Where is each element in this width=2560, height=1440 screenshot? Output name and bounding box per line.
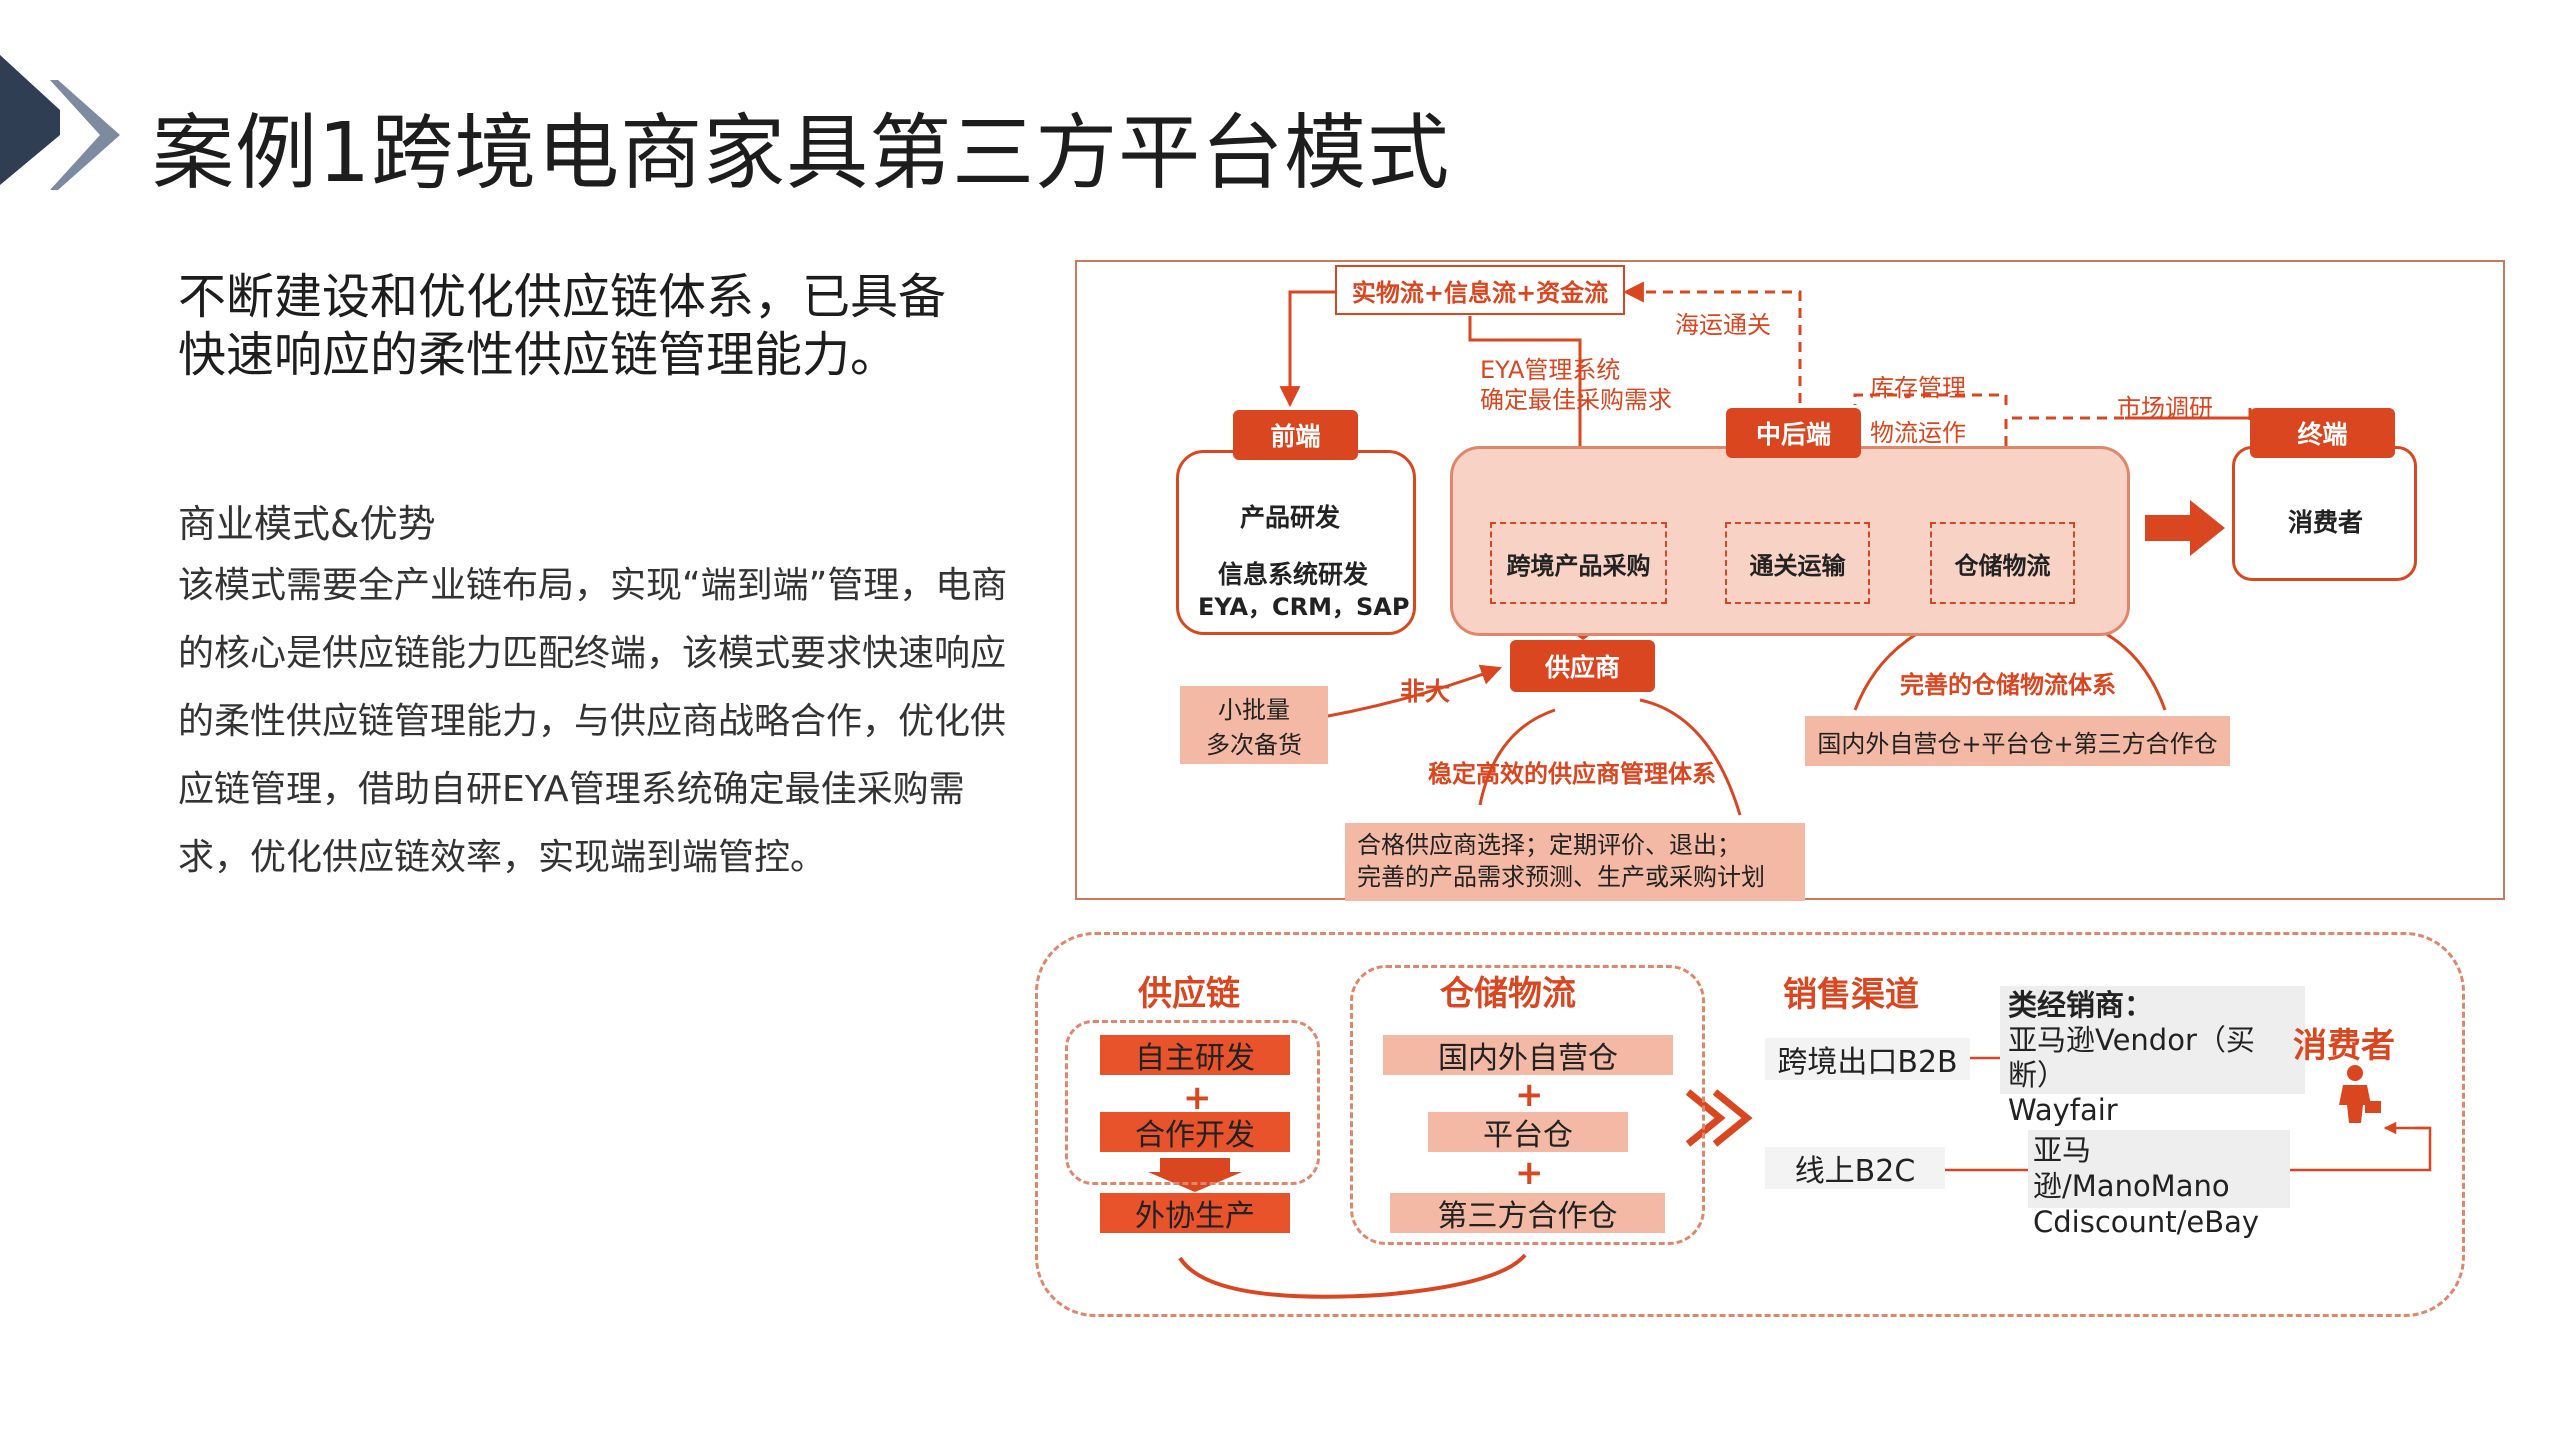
flows-label: 实物流+信息流+资金流: [1351, 278, 1609, 307]
supplier-notes-box: 合格供应商选择；定期评价、退出； 完善的产品需求预测、生产或采购计划: [1345, 823, 1805, 901]
terminal-header: 终端: [2250, 408, 2395, 458]
small-batch-line1: 小批量: [1218, 696, 1290, 724]
platform-line2: Cdiscount/eBay: [2033, 1205, 2260, 1239]
supplier-system-label: 稳定高效的供应商管理体系: [1428, 760, 1716, 788]
terminal-header-label: 终端: [2297, 420, 2348, 449]
warehouse-platform-label: 平台仓: [1483, 1118, 1573, 1153]
warehouse-group: [1350, 965, 1705, 1245]
market-research-label: 市场调研: [2117, 394, 2213, 422]
step-customs-label: 通关运输: [1749, 551, 1846, 580]
sales-b2c-label: 线上B2C: [1794, 1154, 1916, 1189]
warehouse-system-label: 完善的仓储物流体系: [1900, 671, 2116, 699]
front-panel: [1176, 450, 1416, 635]
warehouse-title: 仓储物流: [1440, 974, 1576, 1014]
nonlarge-label: 非大: [1400, 677, 1451, 706]
platform-line1: 亚马逊/ManoMano: [2033, 1133, 2230, 1203]
inventory-label: 库存管理: [1870, 374, 1966, 402]
warehouse-own: 国内外自营仓: [1383, 1035, 1673, 1076]
plus-icon: +: [1515, 1153, 1544, 1193]
step-purchase-label: 跨境产品采购: [1506, 551, 1651, 580]
section-heading: 商业模式&优势: [178, 502, 436, 546]
terminal-panel: [2232, 446, 2417, 581]
step-purchase: 跨境产品采购: [1490, 522, 1667, 604]
supplier-note-line2: 完善的产品需求预测、生产或采购计划: [1357, 863, 1765, 891]
sales-b2c: 线上B2C: [1765, 1147, 1945, 1189]
front-header: 前端: [1233, 410, 1358, 460]
sales-title: 销售渠道: [1783, 975, 1919, 1015]
dealer-title: 类经销商：: [2008, 988, 2154, 1022]
supply-own-rd-label: 自主研发: [1135, 1041, 1255, 1076]
dealer-wayfair: Wayfair: [2008, 1093, 2118, 1127]
warehouse-third-party: 第三方合作仓: [1390, 1193, 1665, 1234]
header-chevron-decoration: [0, 55, 120, 190]
plus-icon: +: [1515, 1075, 1544, 1115]
supply-chain-title: 供应链: [1138, 974, 1240, 1014]
mid-header: 中后端: [1726, 408, 1861, 458]
page-subtitle: 不断建设和优化供应链体系，已具备快速响应的柔性供应链管理能力。: [178, 269, 947, 383]
supply-outsource: 外协生产: [1100, 1193, 1290, 1234]
eya-label-line1: EYA管理系统: [1480, 356, 1621, 384]
supply-outsource-label: 外协生产: [1135, 1199, 1255, 1234]
step-customs: 通关运输: [1725, 522, 1870, 604]
mid-header-label: 中后端: [1755, 420, 1831, 449]
small-batch-box: 小批量 多次备货: [1180, 686, 1328, 764]
supplier-label: 供应商: [1544, 653, 1620, 682]
body-paragraph: 该模式需要全产业链布局，实现“端到端”管理，电商的核心是供应链能力匹配终端，该模…: [178, 565, 1008, 878]
warehouse-platform: 平台仓: [1428, 1112, 1628, 1153]
flows-box: 实物流+信息流+资金流: [1335, 265, 1625, 315]
front-item-is-rd: 信息系统研发: [1218, 560, 1369, 589]
front-item-product-rd: 产品研发: [1240, 503, 1341, 532]
front-header-label: 前端: [1270, 422, 1321, 451]
dealer-amazon-vendor: 亚马逊Vendor（买断）: [2008, 1023, 2255, 1092]
logistics-operation-label: 物流运作: [1870, 419, 1966, 447]
consumer-icon: [2339, 1065, 2381, 1123]
platform-box: 亚马逊/ManoMano Cdiscount/eBay: [2028, 1130, 2290, 1239]
front-item-systems: EYA，CRM，SAP: [1198, 593, 1410, 621]
consumer-label: 消费者: [2293, 1026, 2395, 1066]
sales-b2b-label: 跨境出口B2B: [1777, 1045, 1958, 1080]
page-title: 案例1跨境电商家具第三方平台模式: [152, 106, 1451, 201]
warehouse-types-box: 国内外自营仓+平台仓+第三方合作仓: [1805, 716, 2230, 766]
supply-co-dev-label: 合作开发: [1135, 1118, 1255, 1153]
supplier-box: 供应商: [1510, 640, 1655, 692]
terminal-consumer: 消费者: [2288, 508, 2364, 537]
step-warehouse: 仓储物流: [1930, 522, 2075, 604]
supply-co-dev: 合作开发: [1100, 1112, 1290, 1153]
dealer-box: 类经销商： 亚马逊Vendor（买断） Wayfair: [2000, 986, 2305, 1127]
eya-label-line2: 确定最佳采购需求: [1480, 386, 1672, 414]
warehouse-types-label: 国内外自营仓+平台仓+第三方合作仓: [1817, 729, 2218, 758]
step-warehouse-label: 仓储物流: [1954, 551, 2051, 580]
sales-b2b: 跨境出口B2B: [1765, 1038, 1970, 1080]
supply-own-rd: 自主研发: [1100, 1035, 1290, 1076]
supplier-note-line1: 合格供应商选择；定期评价、退出；: [1357, 831, 1741, 859]
small-batch-line2: 多次备货: [1206, 731, 1302, 759]
sea-clearance-label: 海运通关: [1675, 311, 1771, 339]
warehouse-third-party-label: 第三方合作仓: [1437, 1199, 1618, 1234]
plus-icon: +: [1183, 1078, 1212, 1118]
channel-diagram: [1035, 932, 2465, 1317]
warehouse-own-label: 国内外自营仓: [1438, 1041, 1618, 1076]
supply-chain-group: [1065, 1020, 1320, 1185]
